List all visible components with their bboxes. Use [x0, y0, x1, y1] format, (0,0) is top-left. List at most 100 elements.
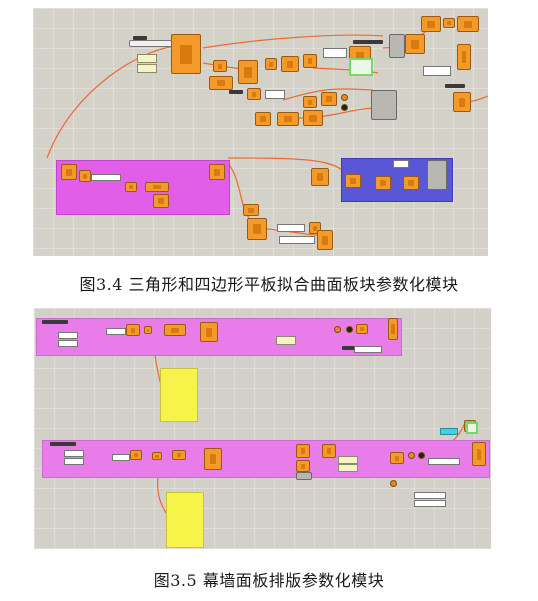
gh-component[interactable] [144, 326, 152, 334]
gh-component[interactable] [296, 460, 310, 472]
selected-component[interactable] [466, 422, 478, 434]
toggle-switch[interactable] [133, 36, 147, 40]
gh-component[interactable] [209, 76, 233, 90]
toggle-switch[interactable] [353, 40, 383, 44]
gh-component[interactable] [61, 164, 77, 180]
slider-box[interactable] [323, 48, 347, 58]
value-panel [338, 464, 358, 472]
param-dot[interactable] [346, 326, 353, 333]
param-dot[interactable] [408, 452, 415, 459]
gh-component[interactable] [322, 444, 336, 458]
gh-component[interactable] [296, 444, 310, 458]
grasshopper-canvas-figure-1 [33, 8, 488, 256]
value-panel [338, 456, 358, 464]
gh-component[interactable] [145, 182, 169, 192]
gh-component[interactable] [238, 60, 258, 84]
slider-box[interactable] [423, 66, 451, 76]
group-pink-top[interactable] [36, 318, 402, 356]
gh-component[interactable] [472, 442, 486, 466]
toggle-switch[interactable] [229, 90, 243, 94]
slider-box[interactable] [58, 332, 78, 339]
gh-component[interactable] [204, 448, 222, 470]
gh-component[interactable] [311, 168, 329, 186]
gh-component[interactable] [356, 324, 368, 334]
gh-component[interactable] [321, 92, 337, 106]
slider-box[interactable] [64, 458, 84, 465]
gh-component[interactable] [125, 182, 137, 192]
gh-component[interactable] [390, 452, 404, 464]
gh-component[interactable] [303, 96, 317, 108]
selected-component[interactable] [349, 58, 373, 76]
slider-box[interactable] [112, 454, 130, 461]
toggle-switch[interactable] [342, 346, 360, 350]
toggle-switch[interactable] [42, 320, 68, 324]
gh-component[interactable] [79, 170, 91, 182]
value-panel [276, 336, 296, 345]
gh-component[interactable] [303, 54, 317, 68]
param-dot[interactable] [334, 326, 341, 333]
cyan-param[interactable] [440, 428, 458, 435]
gh-component[interactable] [457, 16, 479, 32]
gh-component[interactable] [457, 44, 471, 70]
gh-component[interactable] [152, 452, 162, 460]
group-pink-bottom[interactable] [42, 440, 490, 478]
slider-box[interactable] [265, 90, 285, 99]
gh-component[interactable] [388, 318, 398, 340]
slider-box[interactable] [58, 340, 78, 347]
gh-component[interactable] [247, 88, 261, 100]
gh-component-gray[interactable] [371, 90, 397, 120]
slider-box[interactable] [354, 346, 382, 353]
number-slider[interactable] [129, 40, 177, 47]
slider-box[interactable] [414, 492, 446, 499]
param-dot[interactable] [418, 452, 425, 459]
param-dot[interactable] [341, 94, 348, 101]
figure-caption-3-5: 图3.5 幕墙面板排版参数化模块 [153, 571, 385, 590]
param-dot[interactable] [341, 104, 348, 111]
gh-component[interactable] [153, 194, 169, 208]
gh-component[interactable] [345, 174, 361, 188]
slider-box[interactable] [277, 224, 305, 232]
gh-component[interactable] [303, 110, 323, 126]
gh-component[interactable] [126, 324, 140, 336]
gh-component-gray[interactable] [427, 160, 447, 190]
gh-component[interactable] [403, 176, 419, 190]
group-yellow-top[interactable] [160, 368, 198, 422]
value-panel [137, 64, 157, 73]
gh-component[interactable] [453, 92, 471, 112]
slider-box[interactable] [64, 450, 84, 457]
gh-component-gray[interactable] [296, 472, 312, 480]
gh-component[interactable] [255, 112, 271, 126]
param-dot[interactable] [390, 480, 397, 487]
toggle-switch[interactable] [445, 84, 465, 88]
slider-box[interactable] [428, 458, 460, 465]
gh-component[interactable] [213, 60, 227, 72]
slider-box[interactable] [279, 236, 315, 244]
figure-caption-3-4: 图3.4 三角形和四边形平板拟合曲面板块参数化模块 [79, 275, 459, 294]
gh-component[interactable] [375, 176, 391, 190]
slider-box[interactable] [393, 160, 409, 168]
gh-component[interactable] [209, 164, 225, 180]
slider-box[interactable] [414, 500, 446, 507]
gh-component[interactable] [317, 230, 333, 250]
slider-box[interactable] [91, 174, 121, 181]
gh-component[interactable] [130, 450, 142, 460]
grasshopper-canvas-figure-2 [34, 308, 491, 549]
toggle-switch[interactable] [50, 442, 76, 446]
gh-component[interactable] [172, 450, 186, 460]
gh-component[interactable] [405, 34, 425, 54]
gh-component[interactable] [281, 56, 299, 72]
gh-component[interactable] [243, 204, 259, 216]
gh-component-gray[interactable] [389, 34, 405, 58]
gh-component[interactable] [164, 324, 186, 336]
gh-component[interactable] [443, 18, 455, 28]
group-yellow-bottom[interactable] [166, 492, 204, 548]
slider-box[interactable] [106, 328, 126, 335]
gh-component[interactable] [247, 218, 267, 240]
gh-component[interactable] [421, 16, 441, 32]
gh-component[interactable] [200, 322, 218, 342]
gh-component[interactable] [277, 112, 299, 126]
value-panel [137, 54, 157, 63]
group-pink[interactable] [56, 160, 230, 215]
gh-component[interactable] [171, 34, 201, 74]
gh-component[interactable] [265, 58, 277, 70]
